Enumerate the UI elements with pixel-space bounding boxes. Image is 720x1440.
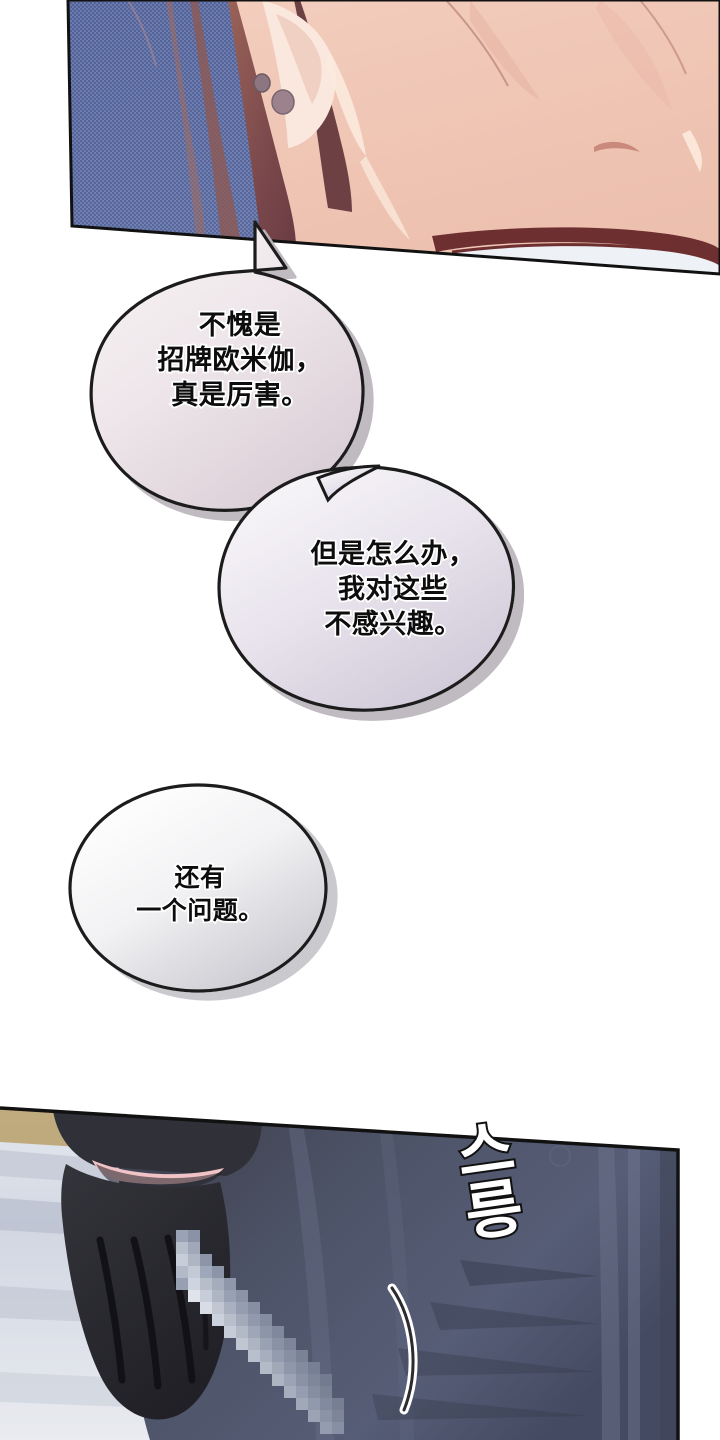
bubble-2-text: 但是怎么办， 我对这些 不感兴趣。: [309, 537, 477, 641]
panel-top: [0, 0, 720, 300]
finger-crease-2: [130, 1236, 162, 1390]
panel-bottom: [0, 1090, 720, 1440]
shadow-streak-4: [372, 1394, 590, 1420]
ear-inner-shadow: [276, 14, 322, 104]
finger-crease-1: [96, 1236, 126, 1384]
shadow-streak-3: [398, 1348, 596, 1376]
nostril: [594, 141, 640, 152]
cuff-shade: [96, 1164, 222, 1191]
motion-arc-outline: [390, 1286, 415, 1412]
hair-line-1: [445, 0, 509, 87]
panel-top-border: [66, 0, 720, 276]
sfx-sreung: 스 릉: [416, 1112, 561, 1251]
panel-edge-shade: [660, 1148, 678, 1440]
bubble-2-joint: [315, 464, 381, 503]
nose-bridge-shadow: [596, 0, 672, 110]
bubble-3-text: 还有 一个问题。: [135, 862, 265, 926]
hair-strand-thin-1: [190, 0, 241, 248]
hair-line-2: [639, 0, 687, 75]
shadow-streak-2: [430, 1302, 600, 1330]
jaw-highlight: [326, 52, 366, 156]
side-seam-2: [628, 1144, 640, 1440]
side-seam: [598, 1140, 620, 1440]
fold-highlight-2: [378, 1116, 414, 1440]
nose-highlight: [682, 130, 702, 172]
bubble-1-text: 不愧是 招牌欧米伽， 真是厉害。: [156, 308, 324, 412]
upper-lip-line: [432, 227, 720, 262]
cheek-shadow: [470, 0, 540, 100]
earring-lower: [271, 89, 295, 115]
earring-upper: [253, 73, 271, 93]
finger-crease-3: [164, 1234, 196, 1384]
hair-line-3: [127, 0, 157, 67]
panel-bottom-border: [0, 1106, 680, 1440]
hair-strand-main: [228, 0, 296, 248]
panel-top-artwork: [68, 0, 720, 274]
censor-mosaic: [176, 1230, 344, 1434]
jaw-highlight-2: [360, 156, 410, 240]
fold-highlight-1: [286, 1110, 334, 1440]
button-detail: [549, 1145, 571, 1167]
hair-strand-thin-2: [166, 0, 205, 236]
ear: [262, 0, 336, 148]
teeth-upper-line: [451, 243, 720, 266]
shadow-streak-1: [460, 1260, 598, 1286]
panel-bottom-artwork: [0, 1108, 678, 1440]
